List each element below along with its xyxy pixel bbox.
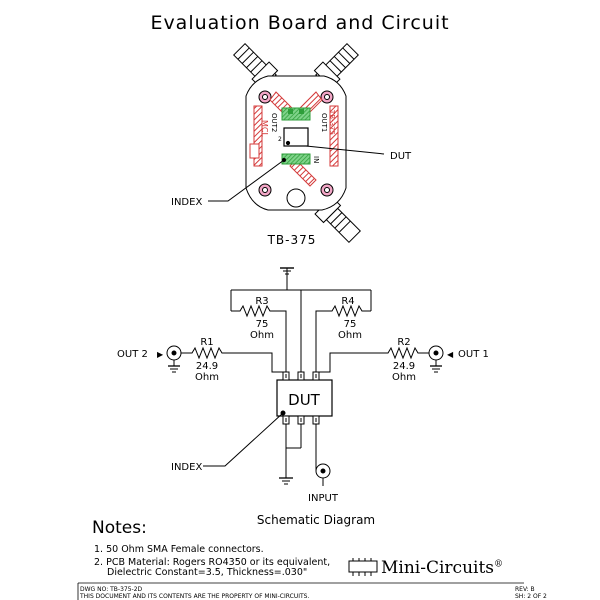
resistor-r1: [181, 346, 286, 373]
schematic-index-label: INDEX: [171, 462, 202, 473]
r3-name: R3: [255, 296, 268, 307]
brand-name: Mini-Circuits: [381, 558, 495, 578]
trace-bottom: [281, 153, 311, 165]
silk-num: 2: [278, 136, 282, 143]
title-block-frame: [77, 582, 524, 600]
out1-arrow: ◀: [447, 350, 454, 359]
sma-connector-bottom-right: [314, 196, 361, 243]
index-leader-line: [208, 159, 285, 202]
schematic-caption: Schematic Diagram: [257, 513, 375, 527]
silk-out2: OUT2: [270, 113, 278, 132]
r4-name: R4: [341, 296, 354, 307]
dut-leader-line: [305, 145, 385, 155]
resistor-r3: [231, 304, 287, 372]
silk-in: IN: [312, 156, 320, 163]
note-item: 2. PCB Material: Rogers RO4350 or its eq…: [94, 557, 331, 568]
out2-label: OUT 2: [117, 349, 148, 360]
r2-value: 24.9: [393, 361, 415, 372]
sheet-number: SH: 2 OF 2: [515, 593, 547, 600]
resistor-r2: [316, 346, 429, 373]
resistor-r4: [315, 304, 371, 372]
notes-heading: Notes:: [92, 518, 147, 538]
schematic-drawing: [166, 267, 444, 486]
page-title: Evaluation Board and Circuit: [150, 12, 450, 34]
r1-unit: Ohm: [195, 372, 219, 383]
r3-value: 75: [256, 319, 269, 330]
schematic-index-leader: [203, 412, 284, 467]
property-notice: THIS DOCUMENT AND ITS CONTENTS ARE THE P…: [80, 593, 310, 600]
r3-unit: Ohm: [250, 330, 274, 341]
board-dut-label: DUT: [390, 151, 412, 162]
chip-logo-icon: [348, 558, 378, 576]
note-item: Dielectric Constant=3.5, Thickness=.030": [107, 567, 308, 578]
r2-name: R2: [397, 337, 410, 348]
brand-logo: Mini-Circuits®: [381, 558, 503, 578]
silk-tb: TB-375: [328, 109, 336, 135]
evaluation-board-drawing: [208, 43, 385, 243]
r2-unit: Ohm: [392, 372, 416, 383]
ground-strip-right: [329, 105, 339, 167]
revision: REV: B: [515, 586, 535, 593]
ground-strip-left: [253, 105, 263, 167]
mount-hole: [286, 188, 306, 208]
board-index-label: INDEX: [171, 197, 202, 208]
dut-package: [283, 127, 309, 147]
r1-name: R1: [200, 337, 213, 348]
out1-label: OUT 1: [458, 349, 489, 360]
mcl-marking-box: [249, 143, 260, 159]
schematic-dut-label: DUT: [288, 391, 321, 409]
r4-unit: Ohm: [338, 330, 362, 341]
silk-out1: OUT1: [320, 113, 328, 132]
trace-top: [281, 107, 311, 121]
drawing-number: DWG NO: TB-375-2D: [80, 586, 143, 593]
r1-value: 24.9: [196, 361, 218, 372]
input-label: INPUT: [308, 493, 339, 504]
out2-arrow: ▶: [157, 350, 164, 359]
index-dot: [285, 140, 291, 146]
r4-value: 75: [344, 319, 357, 330]
silk-mcl: MCL: [260, 120, 269, 137]
note-item: 1. 50 Ohm SMA Female connectors.: [94, 544, 264, 555]
board-name-label: TB-375: [267, 233, 317, 247]
registered-mark: ®: [494, 559, 504, 570]
